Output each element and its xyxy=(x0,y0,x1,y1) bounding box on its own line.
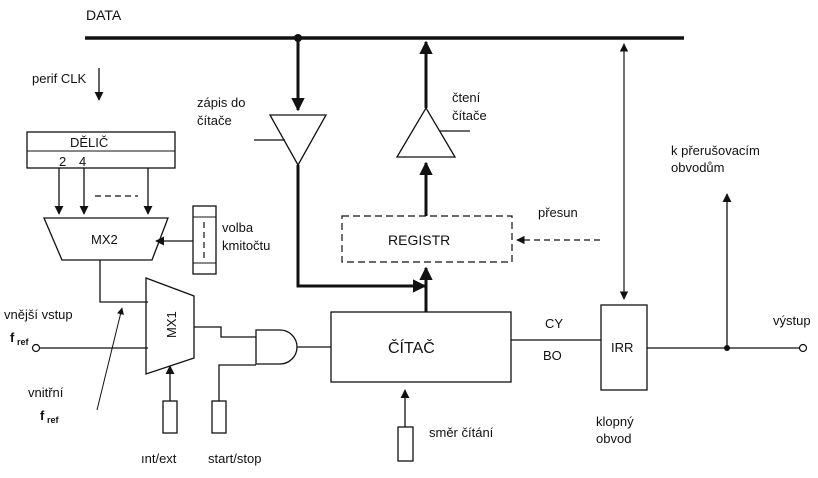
register-block: REGISTR xyxy=(341,215,513,312)
interrupt-label-2: obvodům xyxy=(671,160,724,175)
register-label: REGISTR xyxy=(388,232,450,248)
mx1-to-and-line xyxy=(194,326,256,338)
interrupt-label-1: k přerušovacím xyxy=(671,143,760,158)
bo-label: BO xyxy=(543,348,562,363)
irr-label: IRR xyxy=(611,340,633,355)
count-direction-control: směr čítání xyxy=(397,389,494,462)
mx2-to-mx1-line xyxy=(99,260,148,303)
external-input-label: vnější vstup xyxy=(4,307,73,322)
frequency-select-label-2: kmitočtu xyxy=(222,238,270,253)
data-bus-label: DATA xyxy=(86,7,122,23)
int-ext-label: ınt/ext xyxy=(141,451,177,466)
flipflop-label-2: obvod xyxy=(596,431,631,446)
divider-output-2: 2 xyxy=(59,154,66,169)
mx1-multiplexer: MX1 xyxy=(145,277,195,375)
perif-clk-label: perif CLK xyxy=(32,71,87,86)
divider-block: DĚLIČ 2 4 xyxy=(26,131,176,169)
counter-label: ČÍTAČ xyxy=(388,338,435,357)
cy-label: CY xyxy=(545,316,563,331)
transfer-label: přesun xyxy=(538,205,578,220)
divider-label: DĚLIČ xyxy=(70,135,108,150)
int-ext-control: ınt/ext xyxy=(141,365,178,466)
divider-to-mx2-lines xyxy=(54,168,153,215)
start-stop-label: start/stop xyxy=(208,451,261,466)
count-direction-label: směr čítání xyxy=(429,425,494,440)
write-label-1: zápis do xyxy=(197,95,245,110)
external-fref-label: f xyxy=(10,330,15,345)
read-buffer: čtení čítače xyxy=(395,40,487,216)
internal-fref-label: f xyxy=(40,408,45,423)
start-stop-control: start/stop xyxy=(208,364,261,466)
frequency-select: volba kmitočtu xyxy=(155,205,270,275)
transfer-control: přesun xyxy=(516,205,600,245)
internal-input-label: vnitřní xyxy=(28,385,64,400)
mx2-multiplexer: MX2 xyxy=(43,217,169,261)
write-label-2: čítače xyxy=(197,113,232,128)
divider-output-4: 4 xyxy=(79,154,86,169)
data-bus: DATA xyxy=(85,7,684,42)
output-label: výstup xyxy=(773,313,811,328)
internal-input-note: vnitřní f ref xyxy=(28,307,124,425)
frequency-select-label-1: volba xyxy=(222,220,254,235)
irr-block: IRR klopný obvod xyxy=(596,43,648,446)
external-fref-sub: ref xyxy=(17,337,30,347)
and-gate xyxy=(255,329,331,365)
read-label-2: čítače xyxy=(452,108,487,123)
flipflop-label-1: klopný xyxy=(596,414,634,429)
external-input: vnější vstup f ref xyxy=(4,307,148,353)
internal-fref-sub: ref xyxy=(47,415,60,425)
output-line: k přerušovacím obvodům výstup xyxy=(647,143,811,353)
counter-block: ČÍTAČ xyxy=(330,311,512,383)
mx2-label: MX2 xyxy=(91,232,118,247)
read-label-1: čtení xyxy=(452,90,481,105)
counter-outputs: CY BO xyxy=(511,316,601,363)
write-buffer: zápis do čítače xyxy=(197,38,427,293)
perif-clk: perif CLK xyxy=(32,68,104,101)
mx1-label: MX1 xyxy=(164,311,179,338)
